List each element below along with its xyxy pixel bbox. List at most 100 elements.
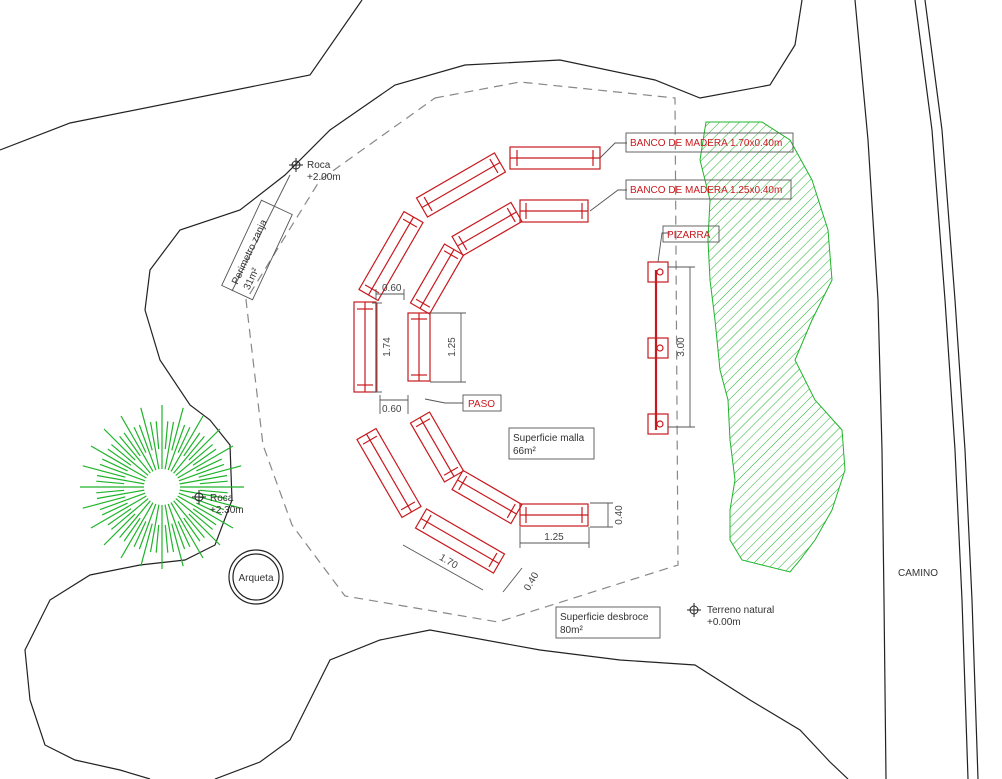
dim-174: 1.74: [382, 337, 393, 357]
tree-ray: [96, 489, 125, 494]
clearing-surface-value: 80m²: [560, 625, 583, 636]
tree-ray: [170, 415, 204, 472]
benches: [353, 146, 601, 574]
tree-ray: [140, 523, 153, 567]
tree-ray: [183, 517, 201, 542]
dim-125-vertical: 1.25: [447, 337, 458, 357]
dim-300: 3.00: [676, 337, 687, 357]
label-boxes: [221, 132, 794, 639]
tree-icon: [80, 405, 244, 569]
tree-ray: [164, 504, 175, 553]
tree-ray: [198, 465, 242, 478]
tree-ray: [90, 445, 147, 479]
dim-040-right: 0.40: [614, 505, 625, 525]
clearing-surface-label: Superficie desbroce: [560, 612, 649, 623]
tree-ray: [120, 415, 154, 472]
tree-ray: [155, 421, 160, 450]
tree-ray: [111, 444, 149, 476]
tree-ray: [103, 428, 136, 461]
bench-inner-vertical-short: [407, 312, 431, 382]
tree-ray: [99, 492, 146, 511]
dim-125-horizontal: 1.25: [544, 532, 564, 543]
mesh-surface-value: 66m²: [513, 446, 536, 457]
path-label: CAMINO: [898, 568, 938, 579]
tree-ray: [133, 426, 147, 453]
leader-lines: [231, 142, 670, 404]
terrain-lines: [0, 0, 979, 779]
tree-ray: [171, 523, 184, 567]
bench-inner-bottom-diag-short: [409, 411, 465, 483]
tree-ray: [82, 496, 126, 509]
tree-ray: [111, 498, 149, 530]
manhole-label: Arqueta: [238, 573, 273, 584]
bench-top-diag-long: [415, 152, 507, 218]
tree-ray: [119, 500, 151, 538]
tree-ray: [178, 463, 225, 482]
tree-ray: [199, 489, 228, 494]
tree-ray: [167, 424, 186, 471]
bench-left-vertical-long: [353, 301, 377, 393]
rock-top-value: +2.00m: [307, 172, 341, 183]
clearing-perimeter: [245, 81, 679, 623]
tree-ray: [171, 407, 184, 451]
bench-top-straight-short: [519, 199, 589, 223]
tree-ray: [183, 432, 201, 457]
tree-ray: [103, 513, 136, 546]
tree-ray: [119, 436, 151, 474]
tree-ray: [192, 448, 217, 466]
level-marker-rock-top: Roca +2.00m: [289, 158, 341, 183]
bench-inner-diag-short: [409, 243, 465, 315]
bench-left-diag-long: [358, 210, 424, 302]
manhole-icon: Arqueta: [228, 549, 284, 605]
tree-ray: [177, 495, 234, 529]
bench-bottom-diag-short: [451, 469, 523, 525]
bench-bottom-left-diag-long: [356, 427, 422, 519]
tree-ray: [138, 503, 157, 550]
tree-ray: [188, 513, 221, 546]
tree-ray: [101, 458, 128, 472]
tree-ray: [138, 424, 157, 471]
tree-ray: [140, 407, 153, 451]
level-marker-ground: Terreno natural +0.00m: [687, 603, 774, 628]
tree-ray: [179, 489, 228, 500]
tree-ray: [167, 503, 186, 550]
board-icon: [647, 261, 669, 435]
bench-bottom-diag-long: [414, 508, 506, 574]
tree-ray: [96, 489, 145, 500]
tree-ray: [120, 502, 154, 559]
tree-ray: [149, 504, 160, 553]
ground-name: Terreno natural: [707, 605, 774, 616]
tree-ray: [133, 521, 147, 548]
tree-ray: [177, 426, 191, 453]
tree-ray: [196, 502, 223, 516]
tree-ray: [179, 474, 228, 485]
dim-170: 1.70: [437, 552, 460, 571]
tree-ray: [177, 521, 191, 548]
tree-ray: [99, 463, 146, 482]
rock-left-name: Roca: [210, 493, 234, 504]
tree-ray: [96, 480, 125, 485]
tree-ray: [107, 448, 132, 466]
tree-ray: [82, 465, 126, 478]
dim-060-bottom: 0.60: [382, 404, 402, 415]
tree-ray: [164, 421, 175, 470]
vegetation-hatch: [699, 121, 846, 573]
tree-ray: [173, 436, 205, 474]
tree-ray: [107, 508, 132, 526]
dim-040-diag: 0.40: [522, 570, 541, 593]
mesh-surface-label: Superficie malla: [513, 433, 585, 444]
tree-ray: [164, 524, 169, 553]
tree-ray: [177, 445, 234, 479]
tree-ray: [175, 444, 213, 476]
tree-ray: [175, 498, 213, 530]
tree-ray: [170, 502, 204, 559]
tree-ray: [188, 428, 221, 461]
rock-left-value: +2.30m: [210, 505, 244, 516]
level-marker-rock-left: Roca +2.30m: [192, 490, 244, 516]
passage-label: PASO: [468, 399, 495, 410]
tree-ray: [198, 496, 242, 509]
tree-ray: [96, 474, 145, 485]
tree-ray: [123, 432, 141, 457]
tree-ray: [173, 500, 205, 538]
dimension-lines: [372, 266, 695, 593]
